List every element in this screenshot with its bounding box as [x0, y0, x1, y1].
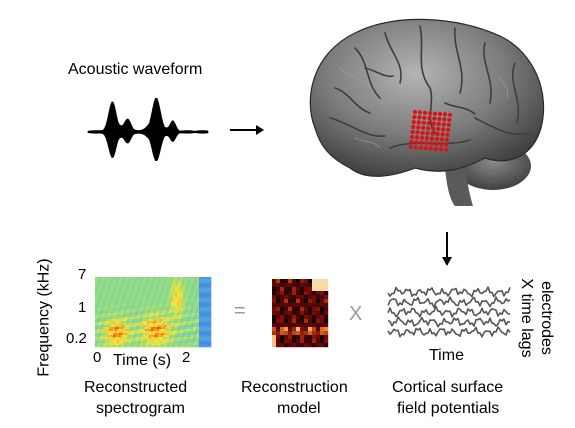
- acoustic-waveform-label: Acoustic waveform: [68, 61, 203, 78]
- reconstruction-model-label-line2: model: [277, 400, 321, 417]
- reconstructed-label-line2: spectrogram: [96, 400, 185, 417]
- ytick-1: 1: [78, 299, 87, 316]
- spectrogram-image: [95, 277, 212, 348]
- multiply-sign: X: [349, 303, 363, 325]
- reconstruction-model-label-line1: Reconstruction: [241, 379, 348, 396]
- equals-sign: =: [234, 300, 246, 322]
- field-potential-traces: [387, 286, 511, 338]
- xtick-0: 0: [93, 349, 102, 366]
- cortical-label-line1: Cortical surface: [392, 379, 504, 396]
- brain-illustration: [309, 18, 545, 206]
- reconstructed-label-line1: Reconstructed: [84, 379, 188, 396]
- reconstruction-model-image: [272, 279, 329, 348]
- electrode-grid: [408, 109, 453, 152]
- xtick-2: 2: [182, 349, 191, 366]
- traces-time-label: Time: [429, 347, 464, 364]
- acoustic-waveform: [87, 97, 209, 162]
- ytick-0-2: 0.2: [66, 330, 87, 347]
- arrow-down-icon: [442, 232, 452, 266]
- spectrogram-xlabel: Time (s): [113, 352, 172, 369]
- cortical-label-line2: field potentials: [397, 400, 500, 417]
- ytick-7: 7: [78, 266, 87, 283]
- arrow-right-icon: [230, 125, 264, 135]
